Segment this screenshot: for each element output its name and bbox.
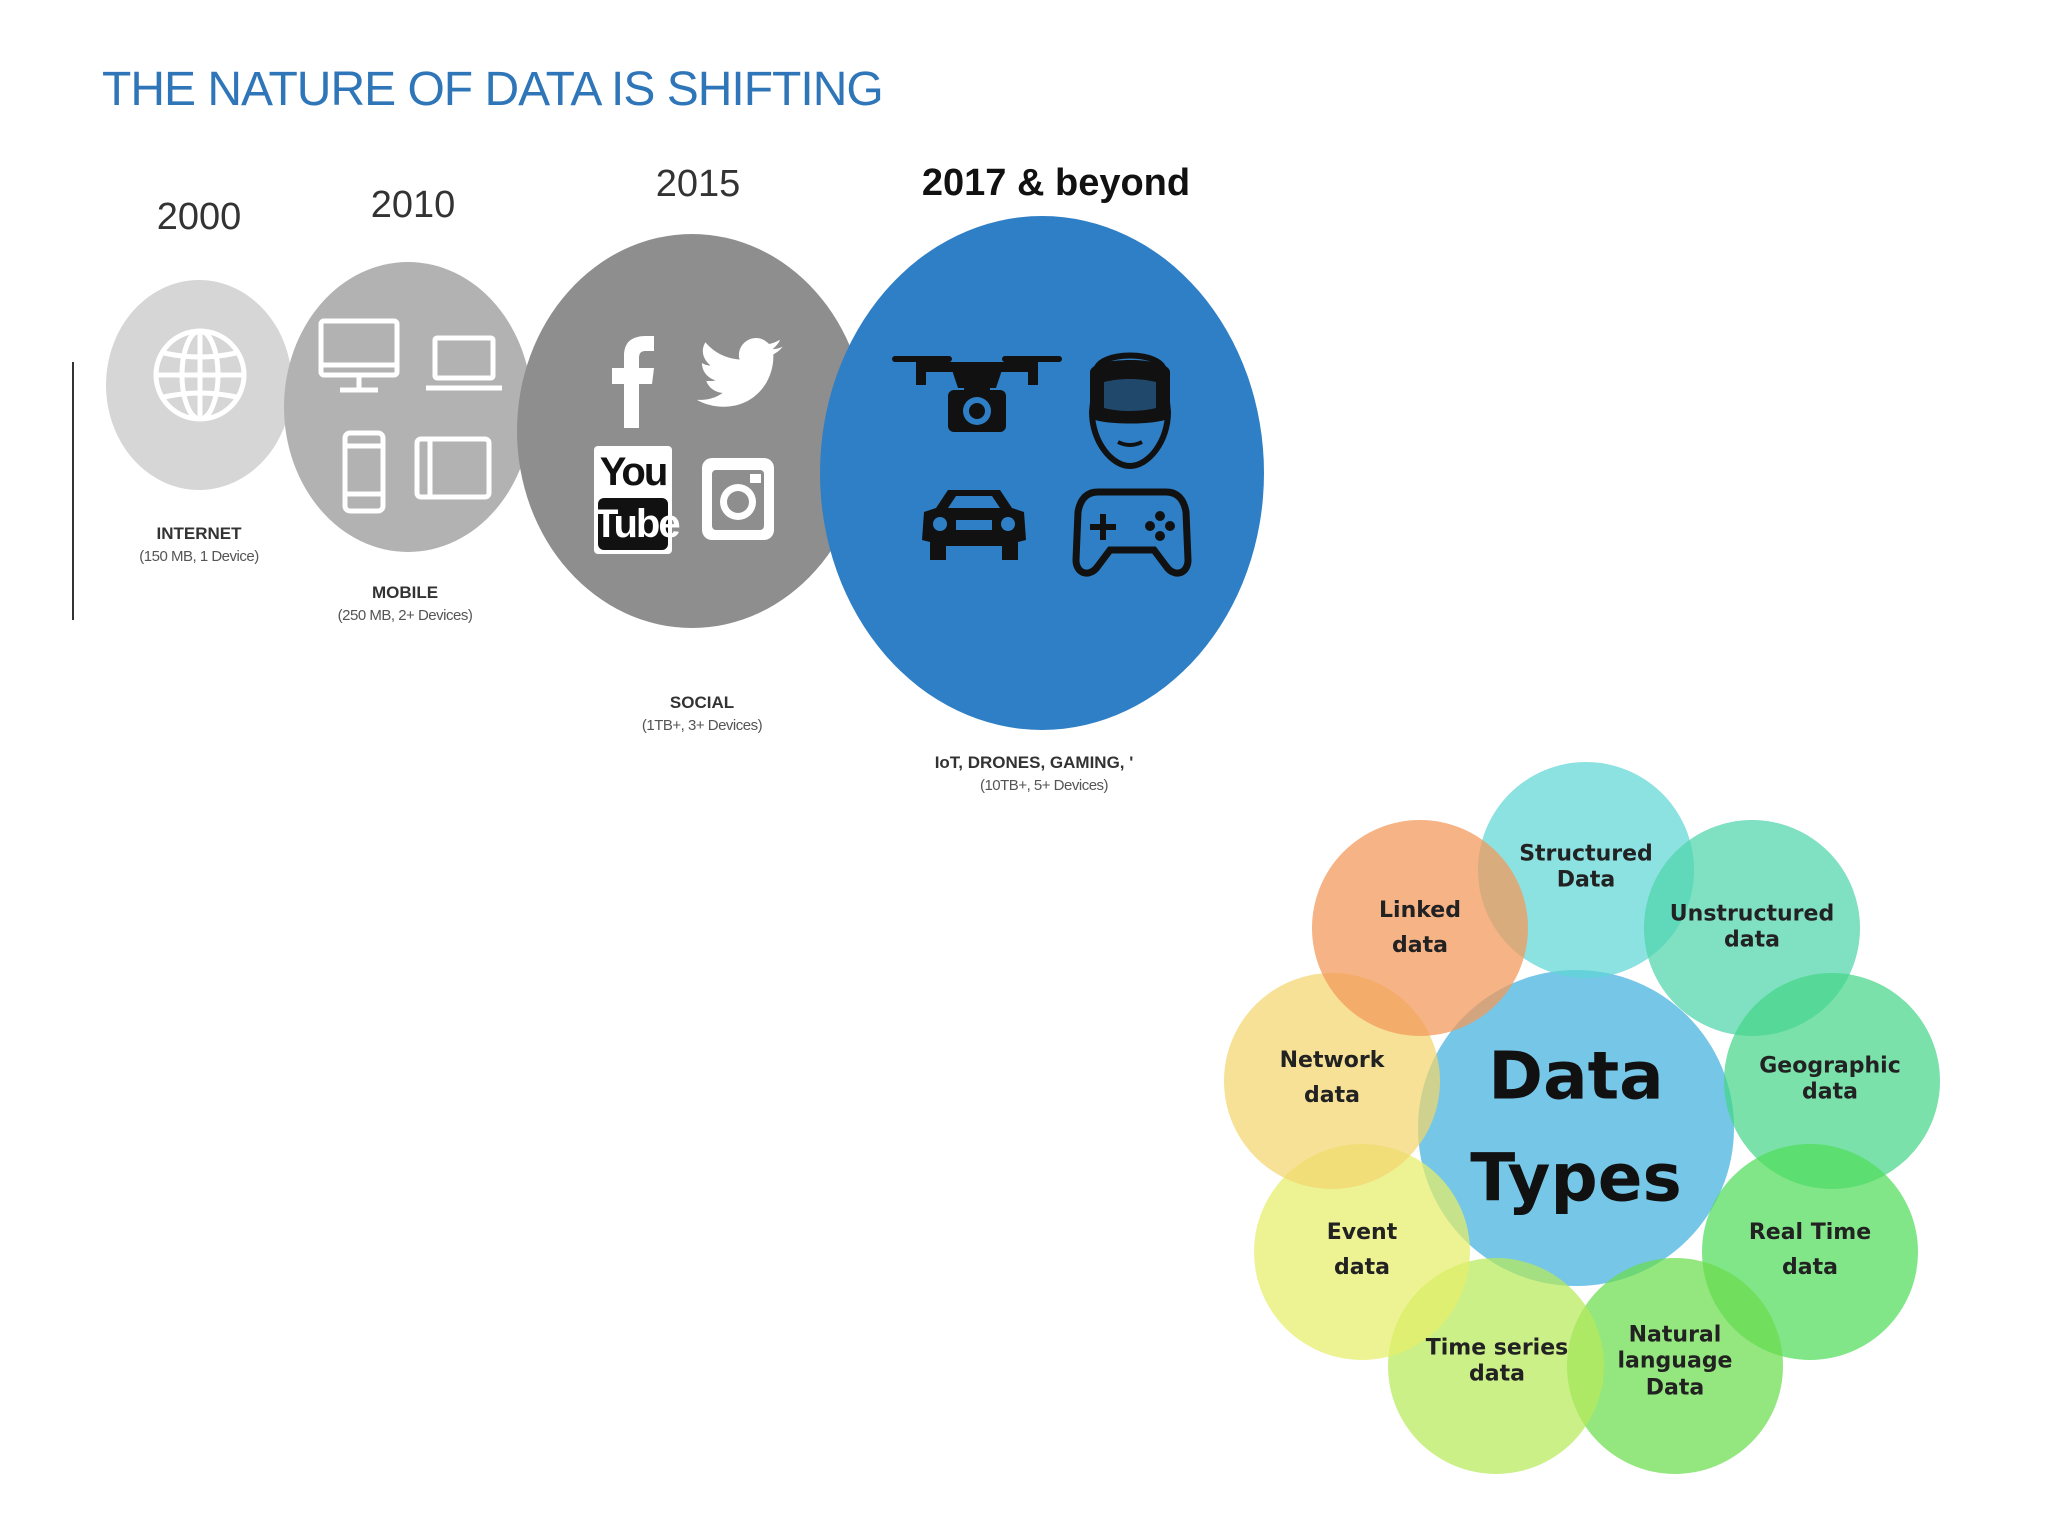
data-types-center-text: Data Types (1470, 1026, 1682, 1231)
year-2017-beyond: 2017 & beyond (921, 162, 1191, 204)
petal-timeseries-text: Time series data (1426, 1336, 1568, 1389)
youtube-tube-box (598, 498, 668, 550)
phone-icon (342, 430, 386, 514)
year-2010: 2010 (370, 184, 456, 226)
instagram-icon (702, 458, 774, 540)
data-types-flower (1224, 762, 1940, 1474)
mobile-label: MOBILE (371, 583, 439, 602)
petal-realtime-line2: data (1782, 1255, 1838, 1280)
petal-unstructured-text: Unstructured data (1670, 902, 1834, 955)
petal-structured-line1: Structured (1519, 841, 1653, 867)
left-divider-line (72, 362, 74, 620)
center-line1: Data (1488, 1037, 1664, 1115)
petal-geographic-line1: Geographic (1759, 1053, 1901, 1079)
monitor-icon (318, 318, 400, 393)
center-line2: Types (1470, 1140, 1682, 1217)
petal-natural-line3: Data (1645, 1375, 1705, 1401)
gamepad-icon (1072, 488, 1192, 577)
social-detail: (1TB+, 3+ Devices) (641, 717, 763, 734)
youtube-icon: You Tube (594, 446, 681, 554)
petal-network-text: Network data (1280, 1043, 1385, 1113)
petal-timeseries-line1: Time series (1425, 1335, 1569, 1361)
center-circle (1418, 970, 1734, 1286)
petal-unstructured-line1: Unstructured (1669, 901, 1835, 927)
petal-linked (1312, 820, 1528, 1036)
year-2000: 2000 (156, 196, 242, 238)
petal-geographic-line2: data (1802, 1080, 1858, 1105)
internet-label: INTERNET (156, 524, 242, 543)
laptop-icon (426, 335, 502, 391)
social-label: SOCIAL (669, 693, 735, 712)
petal-event-text: Event data (1327, 1215, 1397, 1285)
petal-event-line2: data (1334, 1255, 1390, 1280)
car-icon (922, 490, 1026, 560)
youtube-you-text: You (599, 450, 669, 494)
page-title: THE NATURE OF DATA IS SHIFTING (102, 63, 884, 116)
petal-structured-text: Structured Data (1519, 842, 1653, 895)
tablet-icon (414, 436, 492, 500)
petal-structured-line2: Data (1556, 868, 1616, 893)
petal-natural-line2: language (1617, 1348, 1733, 1374)
petal-linked-line1: Linked (1379, 897, 1461, 923)
facebook-icon (612, 336, 654, 428)
drone-icon (892, 356, 1062, 432)
social-circle (517, 234, 867, 628)
iot-label: IoT, DRONES, GAMING, ' (934, 753, 1134, 772)
year-2015: 2015 (655, 163, 741, 205)
petal-realtime-text: Real Time data (1749, 1215, 1871, 1285)
iot-detail: (10TB+, 5+ Devices) (979, 777, 1109, 794)
twitter-icon (696, 338, 783, 407)
globe-icon (153, 328, 247, 422)
petal-network-line1: Network (1279, 1047, 1385, 1073)
petal-unstructured-line2: data (1724, 928, 1780, 953)
petal-natural-text: Natural language Data (1618, 1322, 1733, 1401)
petal-structured (1478, 762, 1694, 978)
petal-realtime-line1: Real Time (1748, 1219, 1872, 1245)
petal-geographic (1724, 973, 1940, 1189)
petal-event (1254, 1144, 1470, 1360)
petal-event-line1: Event (1326, 1219, 1398, 1245)
petal-linked-line2: data (1392, 933, 1448, 958)
petal-natural-line1: Natural (1628, 1322, 1722, 1348)
petal-geographic-text: Geographic data (1759, 1054, 1901, 1107)
mobile-detail: (250 MB, 2+ Devices) (337, 607, 473, 624)
petal-natural (1567, 1258, 1783, 1474)
petal-network-line2: data (1304, 1083, 1360, 1108)
vr-headset-icon (1088, 352, 1172, 470)
petal-timeseries-line2: data (1469, 1362, 1525, 1387)
petal-linked-text: Linked data (1379, 893, 1461, 963)
youtube-tube-text: Tube (594, 502, 681, 546)
iot-circle (820, 216, 1264, 730)
internet-detail: (150 MB, 1 Device) (139, 548, 259, 565)
mobile-circle (284, 262, 532, 552)
